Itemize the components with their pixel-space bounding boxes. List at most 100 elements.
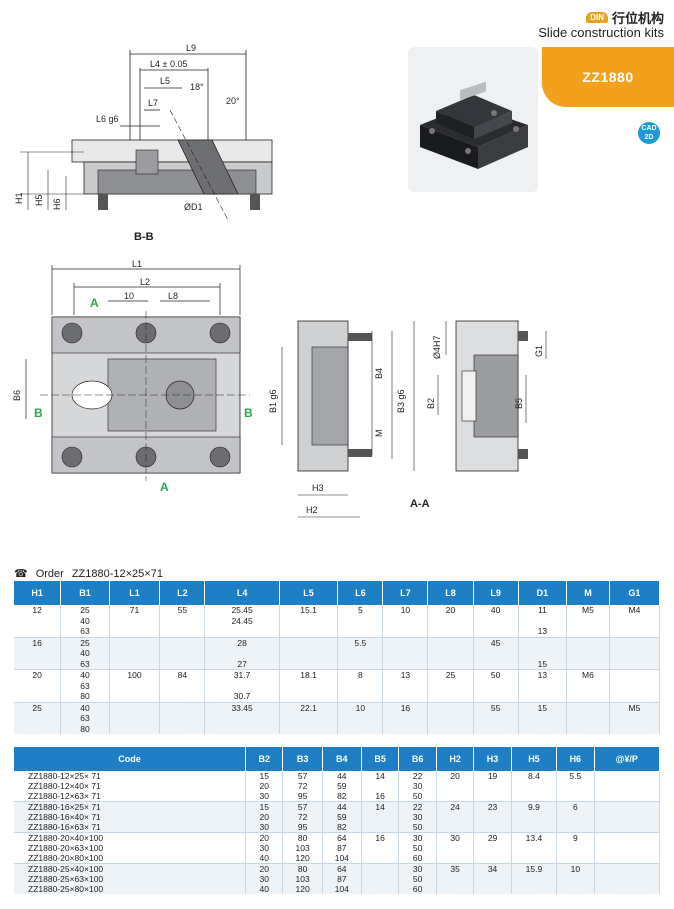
table-cell: 57: [282, 771, 323, 781]
table-cell: [566, 680, 610, 691]
table-cell: [518, 615, 568, 626]
cad-2d-badge[interactable]: CAD 2D: [638, 122, 660, 144]
dim-10: 10: [124, 291, 134, 301]
table-cell: 50: [398, 843, 437, 853]
dim-h3: H3: [312, 483, 324, 493]
table-cell: 22: [398, 801, 437, 812]
table-cell: 40: [60, 648, 110, 659]
table-cell: 34: [473, 863, 512, 874]
table-cell: [337, 680, 384, 691]
column-header: L4: [204, 581, 280, 605]
dim-b3g6: B3 g6: [396, 389, 406, 413]
table-cell: [594, 843, 661, 853]
table-cell: 80: [60, 691, 110, 702]
table-cell: [14, 658, 62, 670]
table-cell: [473, 781, 512, 791]
table-cell: ZZ1880-20×80×100: [14, 853, 247, 864]
dim-b4: B4: [374, 368, 384, 379]
table-cell: [473, 713, 519, 724]
column-header: B2: [245, 747, 284, 771]
table-cell: [14, 691, 62, 702]
table-cell: [594, 781, 661, 791]
table-cell: [382, 626, 429, 637]
table-cell: [594, 791, 661, 802]
table-cell: [109, 701, 161, 713]
table-cell: [594, 863, 661, 874]
product-code-tab: ZZ1880: [542, 47, 674, 107]
dim-l5: L5: [160, 76, 170, 86]
table-cell: [556, 884, 595, 894]
table-cell: [556, 853, 595, 864]
table-cell: [109, 713, 161, 724]
table-cell: 82: [322, 791, 362, 802]
slide-kit-image: [420, 81, 528, 169]
table-cell: [518, 723, 568, 734]
table-cell: 64: [322, 832, 362, 843]
table-cell: 16: [382, 701, 429, 713]
dim-d1: ØD1: [184, 202, 203, 212]
table-cell: 40: [245, 853, 284, 864]
dim-l6g6: L6 g6: [96, 114, 119, 124]
table-cell: [382, 648, 429, 659]
dim-h5: H5: [34, 194, 44, 206]
table-cell: [556, 781, 595, 791]
table-cell: [109, 658, 161, 670]
section-bb-drawing: L9 L4 ± 0.05 L5 L7 L6 g6 18° 20° ØD1 H1 …: [14, 43, 273, 243]
table-cell: 20: [245, 812, 284, 822]
table-cell: 33.45: [204, 701, 280, 713]
table-cell: 14: [361, 771, 400, 781]
table-cell: 80: [282, 863, 323, 874]
table-cell: ZZ1880-12×40× 71: [14, 781, 247, 791]
table-cell: M5: [566, 605, 610, 616]
table-cell: 60: [398, 884, 437, 894]
table-cell: 35: [436, 863, 475, 874]
table-cell: [427, 713, 474, 724]
table-cell: 50: [473, 669, 519, 681]
table-cell: [609, 723, 661, 734]
table-cell: 87: [322, 874, 362, 884]
table-cell: 40: [245, 884, 284, 894]
table-cell: ZZ1880-12×25× 71: [14, 771, 247, 781]
table-cell: [594, 832, 661, 843]
header-title-en: Slide construction kits: [538, 25, 664, 40]
table-cell: 95: [282, 791, 323, 802]
table-cell: [566, 713, 610, 724]
table-cell: [473, 853, 512, 864]
table-cell: 22: [398, 771, 437, 781]
dim-b2: B2: [426, 398, 436, 409]
table-cell: [109, 626, 161, 637]
table-cell: [518, 648, 568, 659]
table-cell: 25: [427, 669, 474, 681]
table-cell: 120: [282, 884, 323, 894]
table-cell: [14, 723, 62, 734]
table-cell: [337, 626, 384, 637]
table-cell: 29: [473, 832, 512, 843]
table-cell: 55: [159, 605, 206, 616]
table-cell: 20: [14, 669, 62, 681]
table-cell: [518, 713, 568, 724]
table-cell: [159, 713, 206, 724]
table-cell: [109, 680, 161, 691]
column-header: L6: [337, 581, 384, 605]
table-cell: [556, 874, 595, 884]
table-cell: [511, 884, 558, 894]
table-cell: 63: [60, 713, 110, 724]
table-cell: 12: [14, 605, 62, 616]
view-label-bb: B-B: [134, 231, 154, 243]
table-cell: ZZ1880-16×40× 71: [14, 812, 247, 822]
table-cell: [427, 680, 474, 691]
table-cell: 72: [282, 781, 323, 791]
table-cell: [361, 863, 400, 874]
column-header: @¥/P: [594, 747, 661, 771]
table-cell: 30: [398, 832, 437, 843]
table-cell: [566, 658, 610, 670]
table-cell: [361, 781, 400, 791]
section-arrow-a-bottom: A: [160, 480, 169, 494]
table-cell: 30: [398, 781, 437, 791]
table-cell: [382, 723, 429, 734]
